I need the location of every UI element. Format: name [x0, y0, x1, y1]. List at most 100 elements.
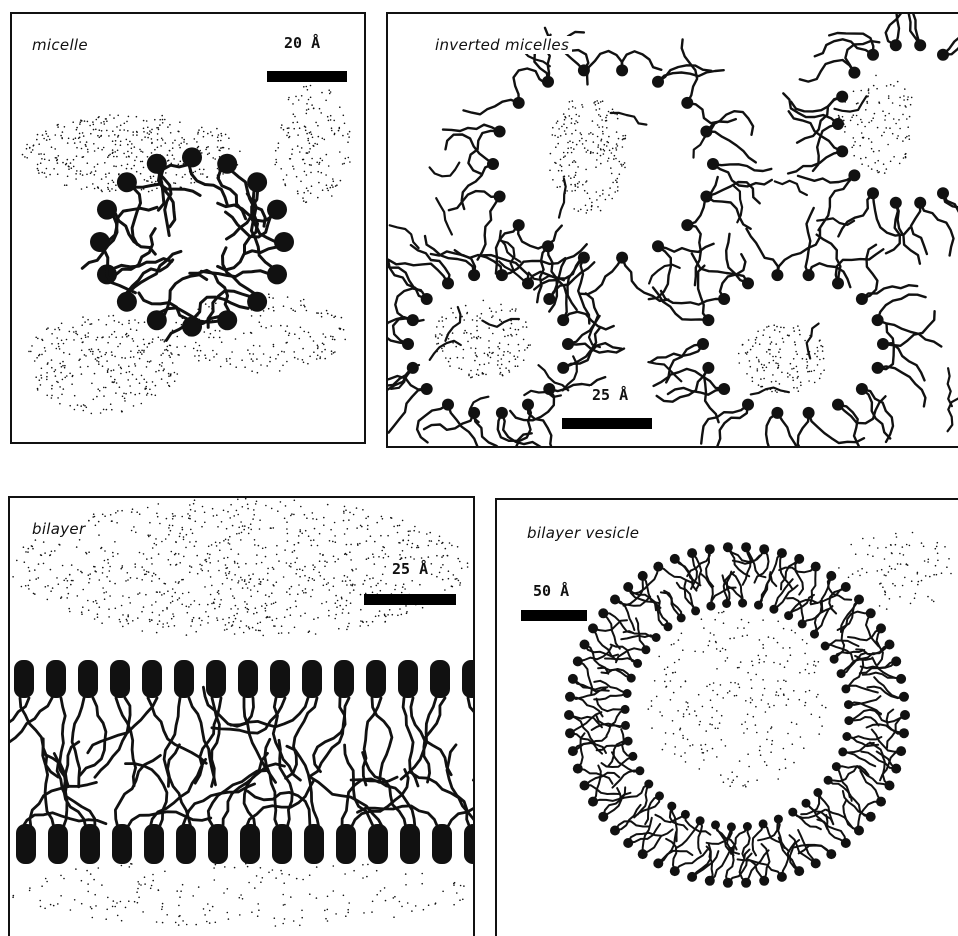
head-group — [877, 338, 889, 350]
head-group — [854, 595, 864, 605]
head-group — [702, 314, 714, 326]
head-group — [652, 240, 664, 252]
bilayer-vesicle-panel: bilayer vesicle 50 Å — [495, 498, 958, 936]
head-group — [664, 622, 673, 631]
head-group — [813, 788, 822, 797]
head-group — [496, 407, 508, 419]
head-group — [856, 293, 868, 305]
head-group — [707, 158, 719, 170]
head-group — [705, 876, 715, 886]
head-group — [616, 64, 628, 76]
head-group — [217, 310, 237, 330]
bilayer-vesicle-drawing — [497, 500, 958, 936]
head-group — [462, 660, 475, 698]
head-group — [468, 269, 480, 281]
head-group — [568, 746, 578, 756]
head-group — [914, 197, 926, 209]
head-group — [402, 338, 414, 350]
head-group — [267, 264, 287, 284]
head-group — [722, 599, 731, 608]
head-group — [777, 872, 787, 882]
head-group — [48, 824, 68, 864]
head-group — [696, 816, 705, 825]
head-group — [302, 660, 322, 698]
head-group — [624, 737, 633, 746]
head-group — [174, 660, 194, 698]
head-group — [837, 669, 846, 678]
head-group — [430, 660, 450, 698]
head-group — [334, 660, 354, 698]
head-group — [46, 660, 66, 698]
head-group — [638, 571, 648, 581]
head-group — [627, 674, 636, 683]
head-group — [844, 716, 853, 725]
head-group — [568, 674, 578, 684]
head-group — [900, 710, 910, 720]
head-group — [848, 67, 860, 79]
head-group — [821, 642, 830, 651]
head-group — [777, 548, 787, 558]
head-group — [522, 399, 534, 411]
inverted-micelles-scale-label: 25 Å — [590, 386, 630, 404]
head-group — [513, 219, 525, 231]
head-group — [274, 232, 294, 252]
head-group — [742, 277, 754, 289]
head-group — [841, 838, 851, 848]
head-group — [513, 97, 525, 109]
head-group — [832, 118, 844, 130]
head-group — [400, 824, 420, 864]
micelle-scale-bar — [267, 71, 347, 82]
head-group — [727, 822, 736, 831]
head-group — [564, 710, 574, 720]
head-group — [208, 824, 228, 864]
bilayer-panel: bilayer 25 Å — [8, 496, 475, 936]
head-group — [802, 799, 811, 808]
head-group — [464, 824, 475, 864]
water-core — [435, 300, 531, 379]
head-group — [78, 660, 98, 698]
head-group — [432, 824, 452, 864]
head-group — [741, 878, 751, 888]
head-group — [896, 746, 906, 756]
head-group — [398, 660, 418, 698]
head-group — [638, 849, 648, 859]
head-group — [442, 277, 454, 289]
head-group — [670, 866, 680, 876]
head-group — [653, 858, 663, 868]
head-group — [826, 571, 836, 581]
water-region — [274, 85, 350, 203]
bilayer-vesicle-title: bilayer vesicle — [525, 524, 641, 542]
head-group — [832, 762, 841, 771]
head-group — [557, 362, 569, 374]
head-group — [652, 633, 661, 642]
head-group — [573, 764, 583, 774]
head-group — [670, 554, 680, 564]
inverted-micelles-panel: inverted micelles 25 Å — [386, 12, 958, 448]
head-group — [811, 858, 821, 868]
head-group — [836, 145, 848, 157]
head-group — [885, 640, 895, 650]
head-group — [841, 684, 850, 693]
head-group — [272, 824, 292, 864]
head-group — [854, 826, 864, 836]
head-group — [565, 728, 575, 738]
micelle-scale-label: 20 Å — [284, 34, 320, 52]
bilayer-scale-label: 25 Å — [390, 560, 430, 578]
head-group — [176, 824, 196, 864]
bilayer-scale-bar — [364, 594, 456, 605]
head-group — [628, 752, 637, 761]
head-group — [368, 824, 388, 864]
head-group — [759, 819, 768, 828]
head-group — [866, 608, 876, 618]
head-group — [759, 544, 769, 554]
head-group — [580, 781, 590, 791]
head-group — [598, 608, 608, 618]
head-group — [836, 91, 848, 103]
head-group — [610, 595, 620, 605]
water-region — [12, 858, 464, 927]
head-group — [743, 822, 752, 831]
head-group — [826, 849, 836, 859]
head-group — [741, 542, 751, 552]
head-group — [738, 599, 747, 608]
head-group — [771, 407, 783, 419]
